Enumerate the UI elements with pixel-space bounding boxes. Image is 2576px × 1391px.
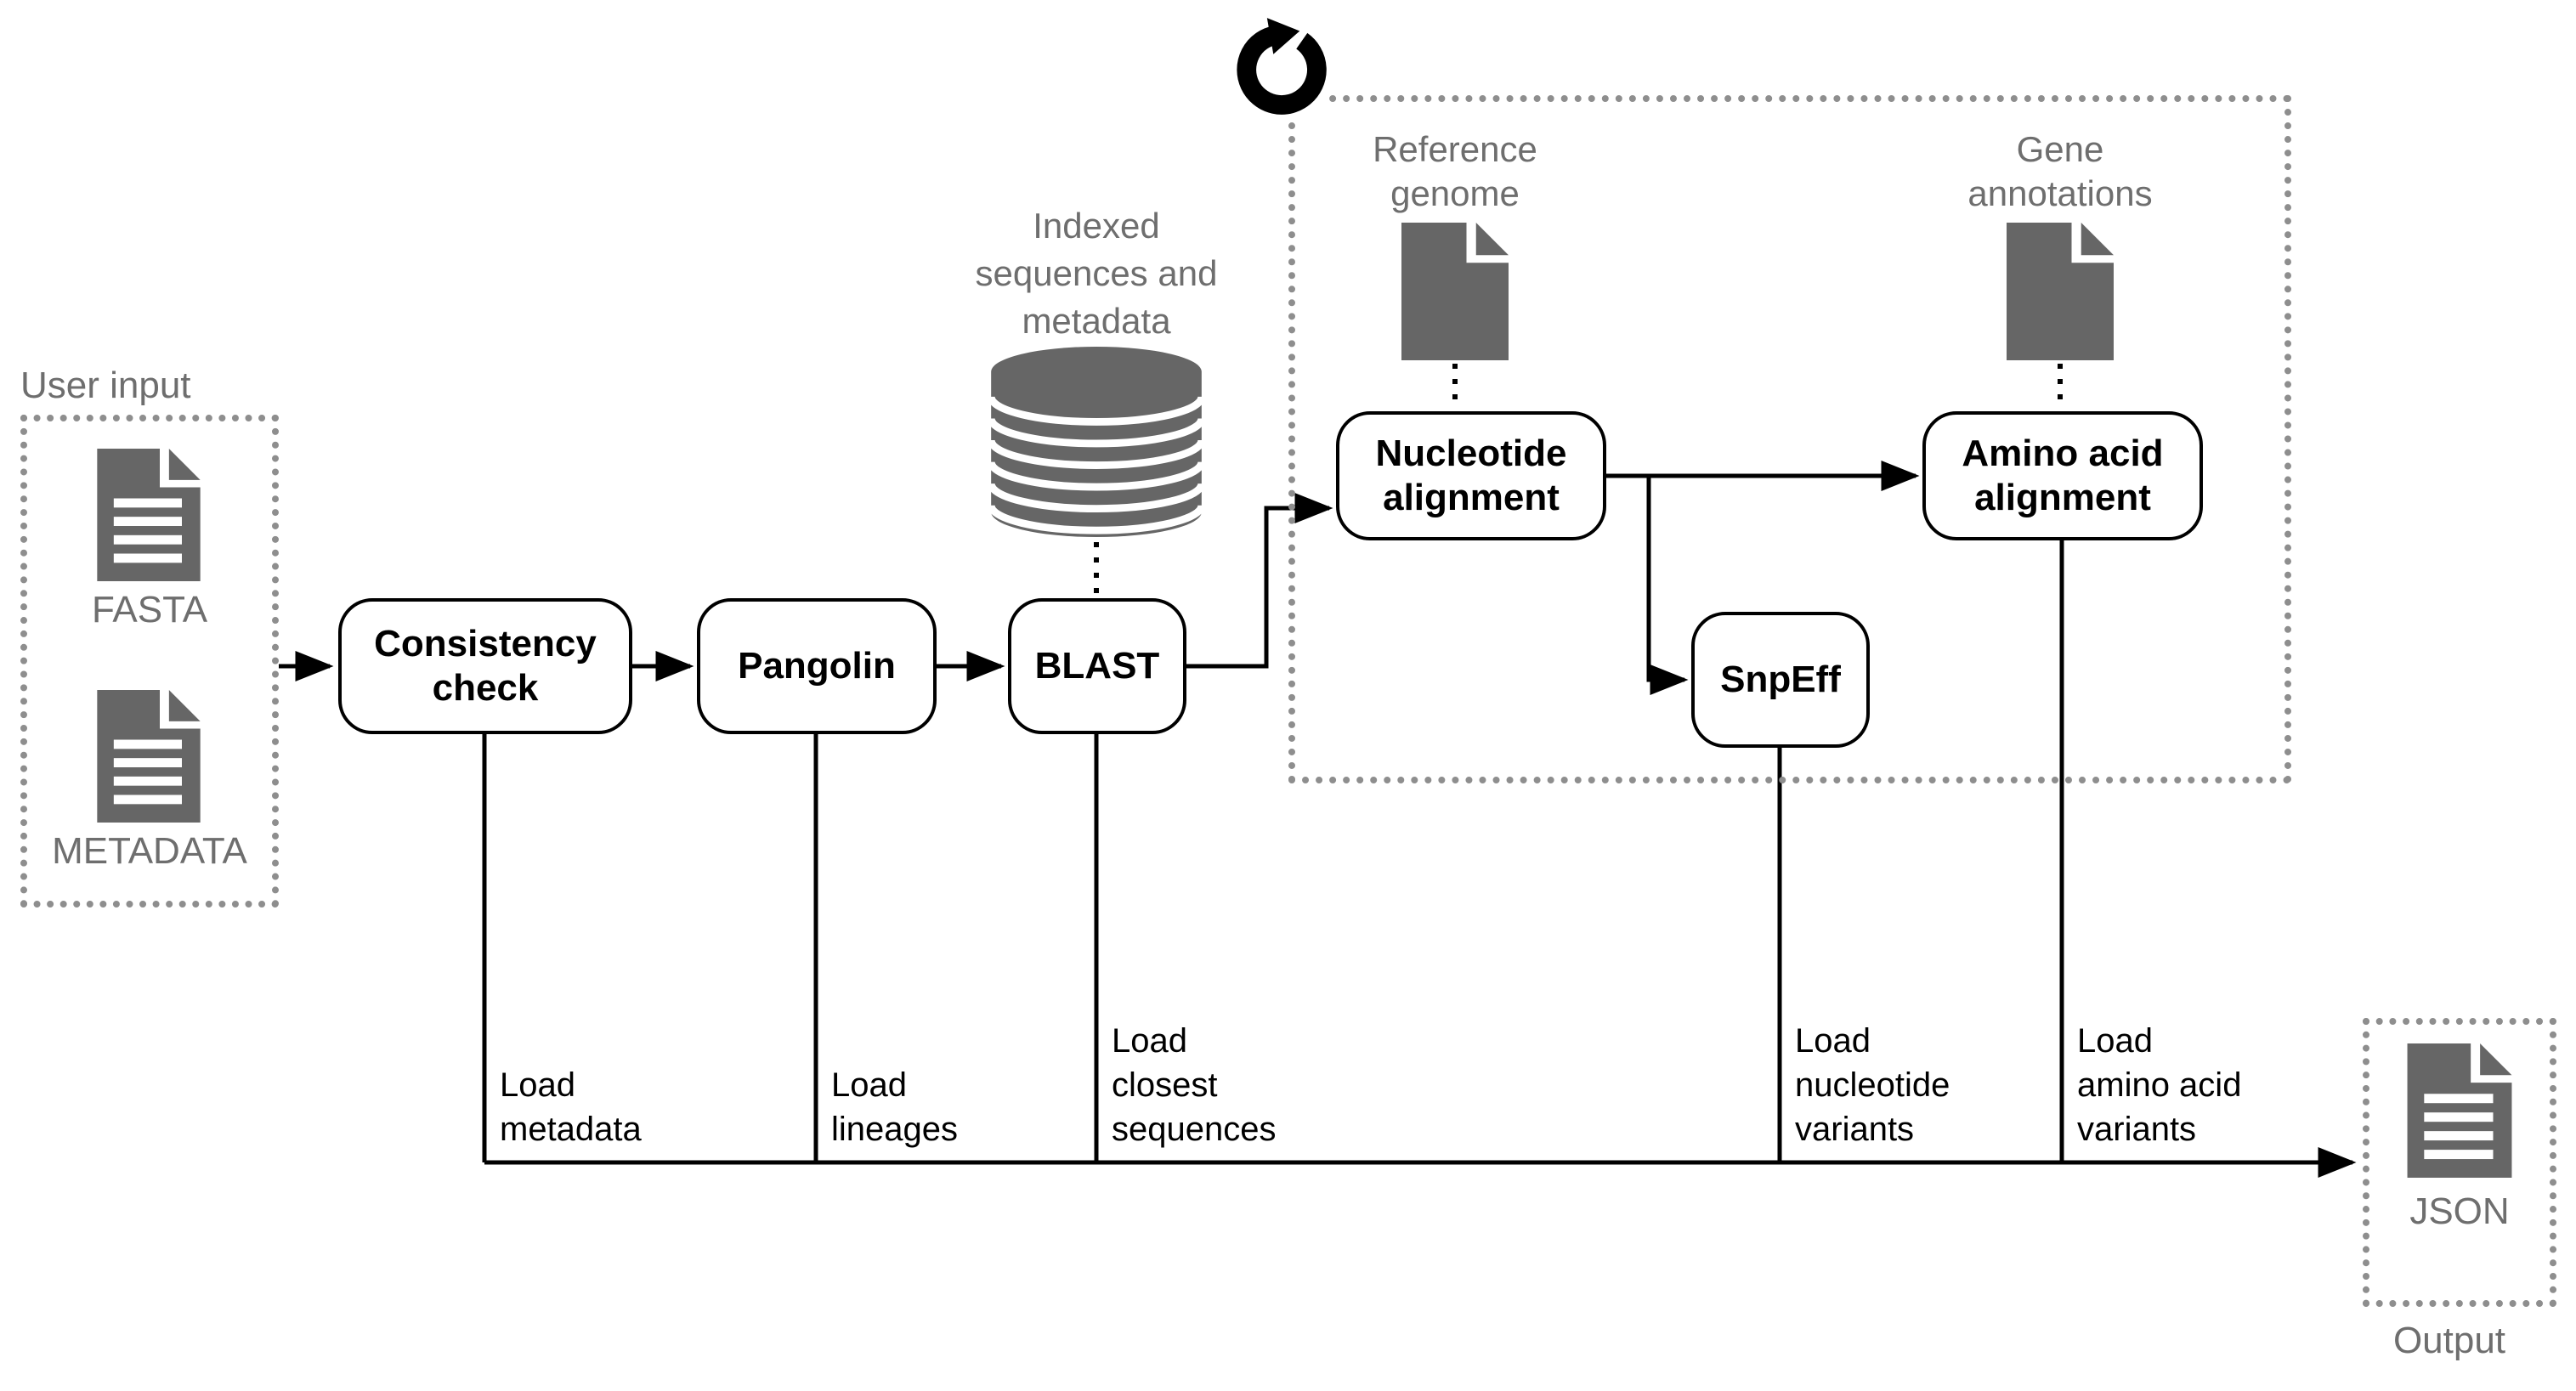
node-nucleotide-alignment: Nucleotide alignment xyxy=(1336,411,1606,540)
reference-genome-label: Reference genome xyxy=(1373,131,1537,214)
node-blast: BLAST xyxy=(1008,598,1186,734)
output-box xyxy=(2363,1018,2556,1307)
json-label: JSON xyxy=(2409,1190,2510,1232)
gene-annotations-label: Gene annotations xyxy=(1967,131,2153,214)
output-title: Output xyxy=(2392,1319,2506,1361)
node-snpeff: SnpEff xyxy=(1691,612,1870,748)
load-metadata-label: Load metadata xyxy=(500,1067,642,1149)
json-file-icon xyxy=(2407,1043,2512,1178)
gene-annotations-file-icon xyxy=(2007,223,2114,360)
fasta-label: FASTA xyxy=(91,588,208,630)
load-closest-sequences-label: Load closest sequences xyxy=(1112,1023,1277,1149)
load-amino-acid-variants-label: Load amino acid variants xyxy=(2077,1023,2242,1149)
load-lineages-label: Load lineages xyxy=(831,1067,959,1149)
reference-genome-file-icon xyxy=(1401,223,1509,360)
metadata-file-icon xyxy=(97,690,201,823)
fasta-file-icon xyxy=(97,449,201,581)
node-consistency-check: Consistency check xyxy=(338,598,632,734)
metadata-label: METADATA xyxy=(52,829,247,872)
database-icon xyxy=(991,346,1202,538)
load-nucleotide-variants-label: Load nucleotide variants xyxy=(1795,1023,1950,1149)
user-input-title: User input xyxy=(20,364,191,406)
node-pangolin: Pangolin xyxy=(697,598,937,734)
user-input-box xyxy=(20,415,279,908)
database-label: Indexed sequences and metadata xyxy=(975,207,1218,342)
loop-region-box xyxy=(1288,95,2291,783)
loop-icon xyxy=(1229,15,1334,119)
node-amino-acid-alignment: Amino acid alignment xyxy=(1922,411,2203,540)
